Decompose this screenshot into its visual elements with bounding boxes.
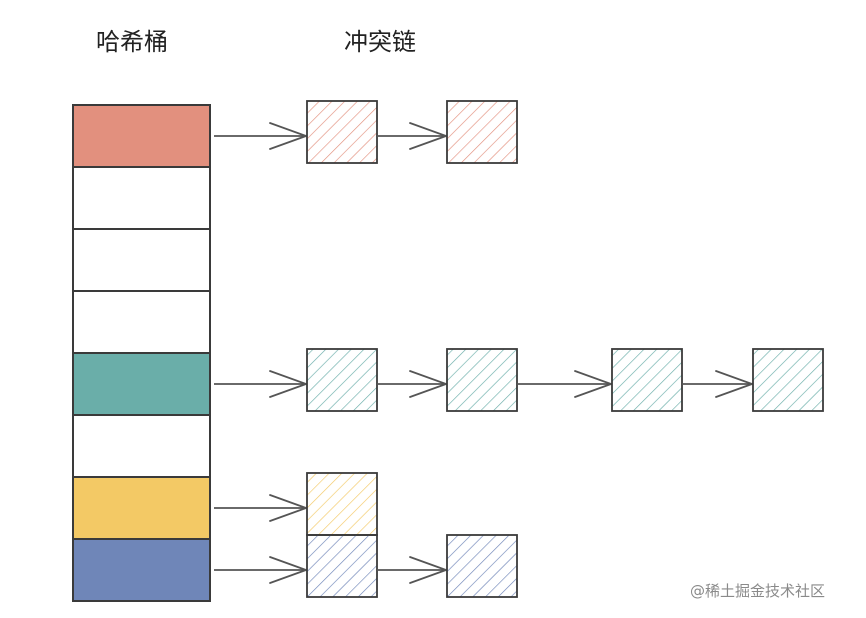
bucket-7: [72, 538, 211, 602]
chain-node-0-0: [306, 100, 378, 164]
arrow-6-0: [214, 494, 307, 522]
arrow-4-0: [214, 370, 307, 398]
arrow-4-3: [682, 370, 753, 398]
chain-node-0-1: [446, 100, 518, 164]
collision-chains: [214, 100, 824, 598]
arrow-4-1: [377, 370, 447, 398]
bucket-2: [72, 228, 211, 292]
arrow-0-0: [214, 122, 307, 150]
bucket-0: [72, 104, 211, 168]
bucket-column: [72, 104, 211, 602]
arrow-7-0: [214, 556, 307, 584]
watermark: @稀土掘金技术社区: [690, 582, 825, 600]
bucket-5: [72, 414, 211, 478]
chain-node-6-0: [306, 472, 378, 536]
bucket-4: [72, 352, 211, 416]
chain-node-7-1: [446, 534, 518, 598]
collision-chain-label: 冲突链: [344, 28, 416, 56]
bucket-1: [72, 166, 211, 230]
arrow-7-1: [377, 556, 447, 584]
chain-node-4-1: [446, 348, 518, 412]
chain-node-7-0: [306, 534, 378, 598]
arrow-4-2: [517, 370, 612, 398]
hash-bucket-label: 哈希桶: [96, 28, 168, 56]
chain-node-4-3: [752, 348, 824, 412]
bucket-6: [72, 476, 211, 540]
bucket-3: [72, 290, 211, 354]
chain-node-4-0: [306, 348, 378, 412]
arrow-0-1: [377, 122, 447, 150]
chain-node-4-2: [611, 348, 683, 412]
